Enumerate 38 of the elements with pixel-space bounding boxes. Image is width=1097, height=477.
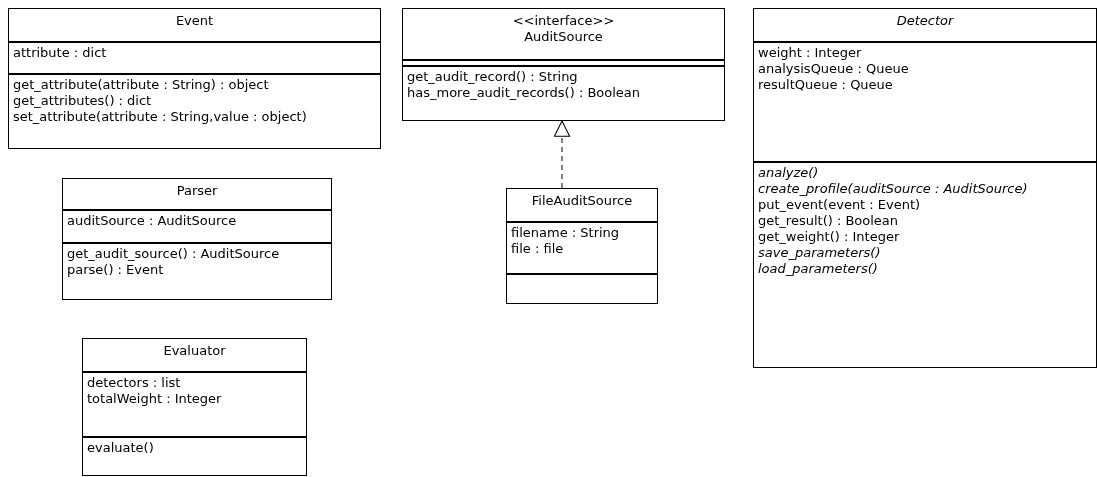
class-method: get_result() : Boolean [758, 213, 899, 229]
class-name: FileAuditSource [531, 193, 633, 209]
class-name: Parser [176, 183, 218, 199]
class-box [402, 8, 725, 121]
class-name: Evaluator [163, 343, 226, 359]
class-name: AuditSource [524, 29, 603, 45]
class-method: get_audit_record() : String [407, 69, 578, 85]
class-box [8, 8, 381, 149]
class-method: save_parameters() [758, 245, 881, 261]
class-attribute: totalWeight : Integer [87, 391, 222, 407]
class-method: get_attributes() : dict [13, 93, 152, 109]
class-attribute: file : file [511, 241, 564, 257]
class-attribute: filename : String [511, 225, 620, 241]
class-box [62, 178, 332, 300]
class-method: parse() : Event [67, 262, 164, 278]
class-method: load_parameters() [758, 261, 878, 277]
stereotype-label: <<interface>> [512, 13, 615, 29]
class-box [506, 188, 658, 304]
class-attribute: attribute : dict [13, 45, 107, 61]
class-method: put_event(event : Event) [758, 197, 921, 213]
class-method: analyze() [758, 165, 819, 181]
class-name: Event [175, 13, 214, 29]
class-attribute: weight : Integer [758, 45, 862, 61]
class-method: get_weight() : Integer [758, 229, 900, 245]
class-method: get_attribute(attribute : String) : object [13, 77, 269, 93]
class-name: Detector [896, 13, 954, 29]
class-attribute: analysisQueue : Queue [758, 61, 909, 77]
realization-arrow [553, 120, 571, 189]
class-method: evaluate() [87, 440, 154, 456]
class-method: has_more_audit_records() : Boolean [407, 85, 641, 101]
class-box [82, 338, 307, 476]
class-method: create_profile(auditSource : AuditSource) [758, 181, 1028, 197]
class-box [753, 8, 1097, 368]
class-attribute: resultQueue : Queue [758, 77, 893, 93]
class-attribute: auditSource : AuditSource [67, 213, 237, 229]
class-method: get_audit_source() : AuditSource [67, 246, 280, 262]
class-method: set_attribute(attribute : String,value : object) [13, 109, 307, 125]
class-attribute: detectors : list [87, 375, 181, 391]
